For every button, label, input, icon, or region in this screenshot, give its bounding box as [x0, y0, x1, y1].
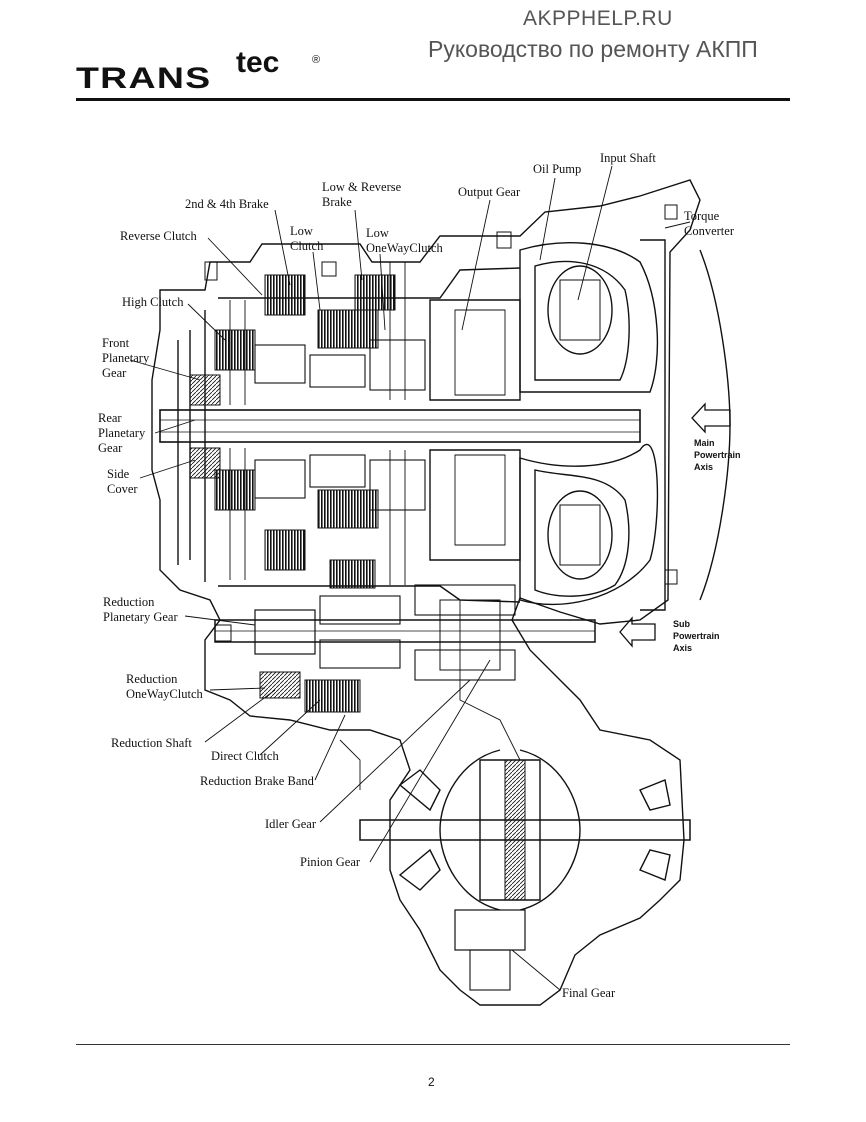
header-rule	[76, 98, 790, 101]
label-sub-axis-line2: Powertrain	[673, 631, 720, 641]
page-number: 2	[428, 1075, 435, 1089]
label-reduction-planetary-line2: Planetary Gear	[103, 610, 178, 624]
label-pinion-gear: Pinion Gear	[300, 855, 361, 869]
label-side-cover-line2: Cover	[107, 482, 138, 496]
document-subtitle: Руководство по ремонту АКПП	[428, 36, 758, 62]
label-main-axis-line2: Powertrain	[694, 450, 741, 460]
footer-rule	[76, 1044, 790, 1045]
label-low-reverse-brake-line2: Brake	[322, 195, 352, 209]
label-reduction-planetary-line1: Reduction	[103, 595, 155, 609]
label-main-axis-line1: Main	[694, 438, 715, 448]
label-torque-converter-line1: Torque	[684, 209, 720, 223]
label-rear-planetary-line3: Gear	[98, 441, 123, 455]
label-sub-axis-line3: Axis	[673, 643, 692, 653]
label-reduction-shaft: Reduction Shaft	[111, 736, 192, 750]
label-2nd-4th-brake: 2nd & 4th Brake	[185, 197, 269, 211]
label-rear-planetary-line2: Planetary	[98, 426, 146, 440]
label-main-axis-line3: Axis	[694, 462, 713, 472]
diagram-labels: Input Shaft Oil Pump Output Gear Low & R…	[98, 151, 741, 1000]
label-low-clutch-line1: Low	[290, 224, 313, 238]
label-low-owc-line1: Low	[366, 226, 389, 240]
label-oil-pump: Oil Pump	[533, 162, 581, 176]
logo-trans-text: TRANS	[76, 62, 212, 95]
logo-tec-text: tec	[236, 46, 280, 79]
label-output-gear: Output Gear	[458, 185, 521, 199]
label-low-clutch-line2: Clutch	[290, 239, 324, 253]
label-torque-converter-line2: Converter	[684, 224, 735, 238]
leader-lines	[129, 165, 691, 991]
case-drawing	[151, 179, 731, 1006]
label-reverse-clutch: Reverse Clutch	[120, 229, 197, 243]
label-front-planetary-line3: Gear	[102, 366, 127, 380]
label-reduction-brake-band: Reduction Brake Band	[200, 774, 315, 788]
logo-registered-mark: ®	[312, 54, 321, 66]
label-reduction-owc-line1: Reduction	[126, 672, 178, 686]
label-low-owc-line2: OneWayClutch	[366, 241, 444, 255]
label-input-shaft: Input Shaft	[600, 151, 656, 165]
site-name: AKPPHELP.RU	[523, 7, 673, 30]
label-front-planetary-line1: Front	[102, 336, 130, 350]
label-low-reverse-brake-line1: Low & Reverse	[322, 180, 402, 194]
label-sub-axis-line1: Sub	[673, 619, 691, 629]
label-side-cover-line1: Side	[107, 467, 130, 481]
label-rear-planetary-line1: Rear	[98, 411, 122, 425]
label-final-gear: Final Gear	[562, 986, 616, 1000]
label-idler-gear: Idler Gear	[265, 817, 317, 831]
label-reduction-owc-line2: OneWayClutch	[126, 687, 204, 701]
label-front-planetary-line2: Planetary	[102, 351, 150, 365]
label-direct-clutch: Direct Clutch	[211, 749, 279, 763]
label-high-clutch: High Clutch	[122, 295, 184, 309]
